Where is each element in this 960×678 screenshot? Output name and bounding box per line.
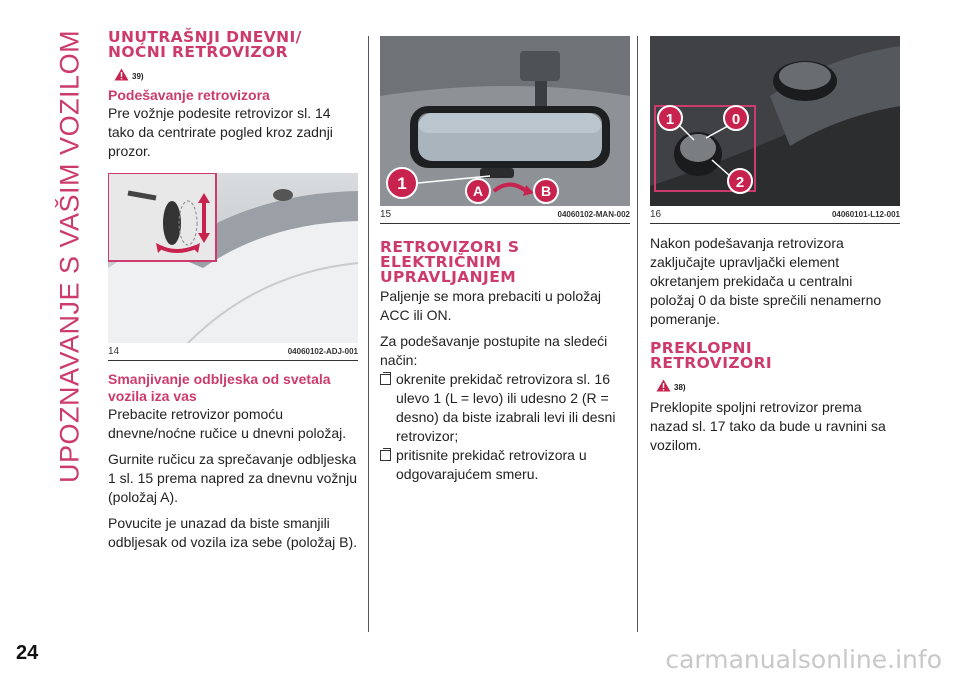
paragraph: Pre vožnje podesite retrovizor sl. 14 ta…: [108, 105, 333, 159]
paragraph: Povucite je unazad da biste smanjili odb…: [108, 515, 358, 550]
figure-14: [108, 173, 358, 343]
figure-16: 1 0 2: [650, 36, 900, 206]
checkbox-bullet-icon: [380, 372, 391, 385]
figure-number: 16: [650, 209, 662, 220]
figure-15-illustration: 1 A B: [380, 36, 630, 206]
paragraph: Gurnite ručicu za sprečavanje odbljeska …: [108, 451, 358, 505]
section-heading-folding-mirrors: PREKLOPNI RETROVIZORI: [650, 339, 773, 372]
figure-14-illustration: [108, 173, 358, 343]
column-divider-1: [368, 36, 369, 632]
callout-label-0: 0: [732, 111, 740, 128]
watermark: carmanualsonline.info: [665, 645, 942, 674]
figure-15: 1 A B: [380, 36, 630, 206]
warning-triangle-icon: [114, 68, 129, 81]
list-item-text: okrenite prekidač retrovizora sl. 16 ule…: [396, 371, 616, 444]
warning-triangle-icon: [656, 379, 671, 392]
list-item: okrenite prekidač retrovizora sl. 16 ule…: [380, 370, 630, 446]
callout-label-1: 1: [397, 174, 406, 193]
column-1: UNUTRAŠNJI DNEVNI/ NOĆNI RETROVIZOR 39) …: [108, 28, 358, 559]
callout-label-2: 2: [736, 174, 744, 191]
warning-ref: 39): [132, 72, 144, 81]
column-2: 1 A B 15 04060102-MAN-002 RETROVIZORI S …: [380, 30, 630, 491]
warning-ref: 38): [674, 383, 686, 392]
callout-label-a: A: [473, 183, 483, 199]
page-number: 24: [16, 642, 39, 664]
figure-14-caption: 14 04060102-ADJ-001: [108, 343, 358, 361]
subheading-mirror-adjustment: Podešavanje retrovizora: [108, 87, 270, 103]
figure-code: 04060101-L12-001: [831, 210, 900, 219]
paragraph: Prebacite retrovizor pomoću dnevne/noćne…: [108, 406, 347, 441]
paragraph: Preklopite spoljni retrovizor prema naza…: [650, 399, 886, 453]
figure-code: 04060102-ADJ-001: [287, 347, 358, 356]
warning-note: 38): [656, 376, 900, 392]
callout-label-1: 1: [666, 111, 674, 128]
list-item: pritisnite prekidač retrovizora u odgova…: [380, 446, 630, 491]
list-item-text: pritisnite prekidač retrovizora u odgova…: [396, 447, 587, 482]
column-divider-2: [637, 36, 638, 632]
figure-16-caption: 16 04060101-L12-001: [650, 206, 900, 224]
figure-16-illustration: 1 0 2: [650, 36, 900, 206]
callout-label-b: B: [541, 183, 551, 199]
warning-note: 39): [114, 65, 358, 81]
figure-number: 15: [380, 209, 392, 220]
section-heading-interior-mirror: UNUTRAŠNJI DNEVNI/ NOĆNI RETROVIZOR: [108, 28, 302, 61]
paragraph: Za podešavanje postupite na sledeći nači…: [380, 333, 608, 368]
paragraph: Paljenje se mora prebaciti u položaj ACC…: [380, 288, 602, 323]
subheading-glare-reduction: Smanjivanje odbljeska od svetala vozila …: [108, 371, 331, 404]
section-side-title: UPOZNAVANJE S VAŠIM VOZILOM: [54, 30, 85, 484]
checkbox-bullet-icon: [380, 448, 391, 461]
figure-number: 14: [108, 346, 120, 357]
figure-code: 04060102-MAN-002: [557, 210, 631, 219]
column-3: 1 0 2 16 04060101-L12-001 Nakon podešava…: [650, 30, 900, 462]
section-heading-electric-mirrors: RETROVIZORI S ELEKTRIČNIM UPRAVLJANJEM: [380, 238, 520, 286]
paragraph: Nakon podešavanja retrovizora zaključajt…: [650, 235, 882, 327]
figure-15-caption: 15 04060102-MAN-002: [380, 206, 630, 224]
